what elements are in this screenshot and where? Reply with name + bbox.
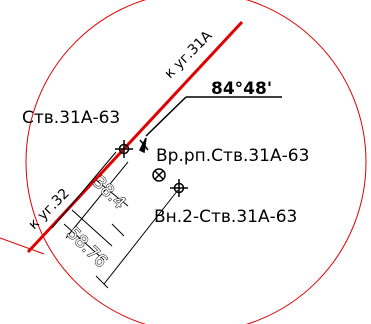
well-right-symbol <box>170 179 188 197</box>
angle-leader <box>138 96 282 154</box>
well-left-label: Ств.31А-63 <box>22 108 120 128</box>
dimension-long-label: 58.76 <box>62 223 111 272</box>
dimension-extensions <box>51 151 179 289</box>
detail-circle <box>25 0 367 324</box>
well-bottom-cross-circle-icon <box>152 168 166 182</box>
direction-top-label: к уг.31А <box>162 28 216 82</box>
angle-label: 84°48' <box>211 79 272 99</box>
well-bottom-label: Вн.2-Ств.31А-63 <box>154 207 297 227</box>
well-left-symbol <box>115 140 133 158</box>
leader-line <box>0 237 45 255</box>
well-right-label: Вр.рп.Ств.31А-63 <box>156 146 309 166</box>
